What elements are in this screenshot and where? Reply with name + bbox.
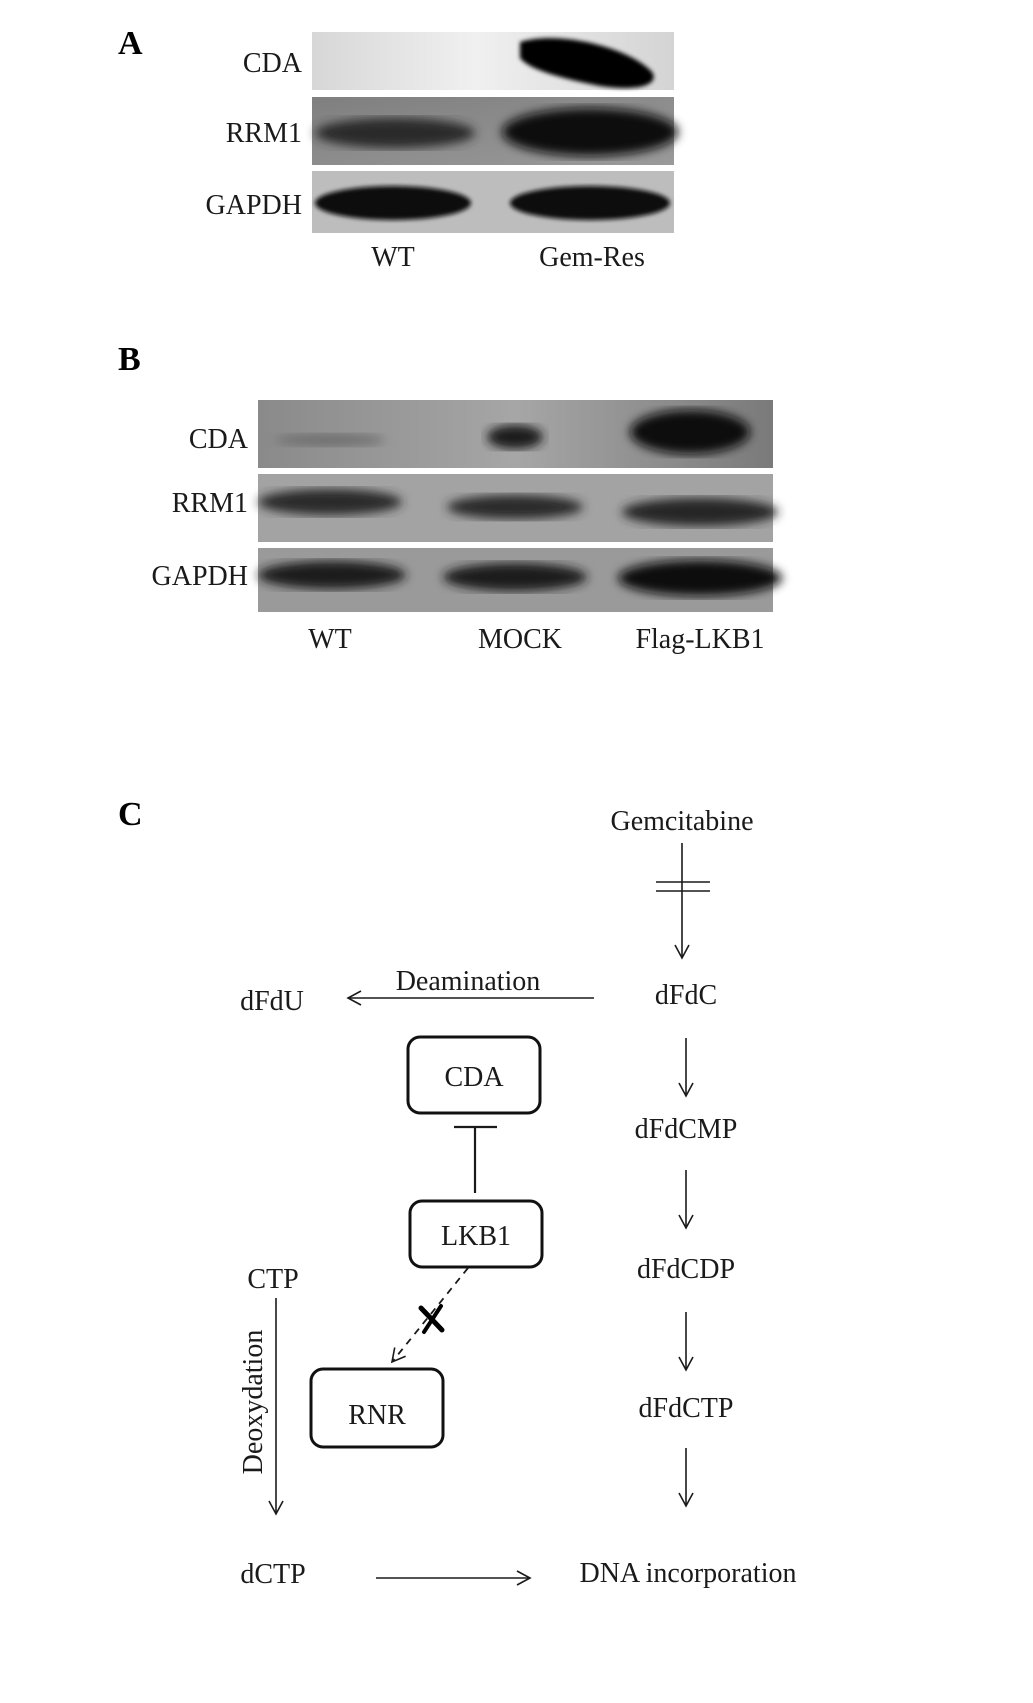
band-b-rrm1-wt [258,489,402,515]
blocked-x-icon [418,1304,445,1334]
panel-a-row-gapdh-label: GAPDH [206,190,302,221]
band-cda-gem-res [520,38,654,89]
node-dfdc: dFdC [655,980,717,1011]
node-dctp: dCTP [240,1559,305,1590]
band-b-cda-flag-lkb1 [630,410,750,454]
panel-c-label: C [118,796,143,833]
panel-a-label: A [118,25,143,62]
panel-b-blot-cda [258,400,773,468]
panel-b-label: B [118,341,141,378]
band-rrm1-wt [315,118,475,148]
panel-b-row-rrm1-label: RRM1 [172,488,248,519]
panel-a-blot-gapdh [312,171,674,233]
band-b-gapdh-mock [443,563,587,591]
panel-b-lane-mock: MOCK [478,624,562,655]
node-gemcitabine: Gemcitabine [610,806,753,837]
box-lkb1 [408,1199,544,1269]
box-rnr [309,1367,445,1449]
edge-label-deoxydation: Deoxydation [238,1330,269,1475]
panel-b-blot-rrm1 [258,474,778,542]
band-b-rrm1-mock [447,495,583,519]
node-dfdcmp: dFdCMP [635,1114,738,1145]
band-b-cda-wt [275,434,385,446]
panel-c: C Gemcitabine dFdC dFdCMP dFdCDP dFdCTP … [118,796,796,1590]
panel-a: A CDA RRM1 GAPDH WT Gem-Res [118,25,678,273]
band-b-gapdh-wt [258,561,406,589]
panel-b-row-gapdh-label: GAPDH [152,561,248,592]
band-b-cda-mock [487,425,543,449]
band-gapdh-wt [315,186,471,220]
panel-a-blot-cda [312,32,674,90]
panel-b-row-cda-label: CDA [189,424,249,455]
box-cda [406,1035,542,1115]
band-gapdh-gem-res [510,186,670,220]
band-b-gapdh-flag-lkb1 [618,560,782,596]
box-cda-label: CDA [444,1062,504,1093]
panel-b-lane-wt: WT [308,624,352,655]
panel-b: B CDA RRM1 GAPDH WT MOCK Flag-LKB1 [118,341,782,655]
node-dfdcdp: dFdCDP [637,1254,735,1285]
node-ctp: CTP [247,1264,298,1295]
band-rrm1-gem-res [502,108,678,156]
panel-a-row-cda-label: CDA [243,48,303,79]
panel-a-row-rrm1-label: RRM1 [226,118,302,149]
edge-label-deamination: Deamination [396,966,541,997]
node-dfdctp: dFdCTP [639,1393,734,1424]
node-dna-incorporation: DNA incorporation [580,1558,797,1589]
panel-a-blot-rrm1 [312,97,678,165]
panel-a-lane-gem-res: Gem-Res [539,242,645,273]
band-b-rrm1-flag-lkb1 [622,498,778,526]
panel-b-blot-gapdh [258,548,782,612]
box-rnr-label: RNR [348,1400,406,1431]
box-lkb1-label: LKB1 [441,1221,511,1252]
panel-b-lane-flag-lkb1: Flag-LKB1 [635,624,764,655]
panel-a-lane-wt: WT [371,242,415,273]
node-dfdu: dFdU [240,986,304,1017]
